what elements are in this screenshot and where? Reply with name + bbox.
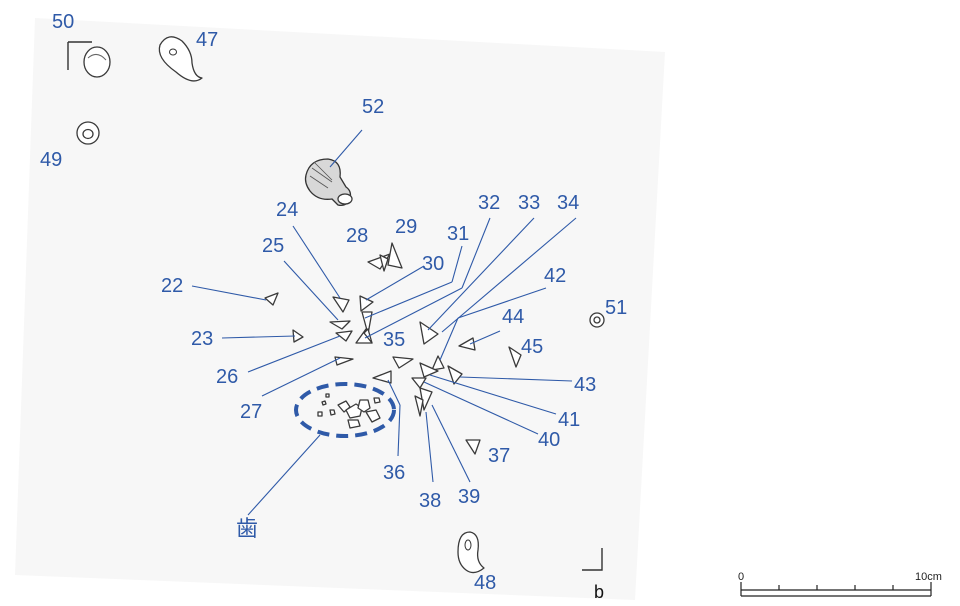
label-52: 52: [362, 96, 384, 118]
label-28: 28: [346, 225, 368, 247]
label-teeth: 歯: [236, 517, 258, 542]
corner-mark-bottom-right: [582, 548, 603, 571]
artifact-49: [76, 121, 100, 145]
artifact-26: [335, 330, 353, 342]
label-42: 42: [544, 265, 566, 287]
artifact-44: [458, 337, 476, 351]
artifact-29: [387, 242, 403, 269]
label-50: 50: [52, 11, 74, 33]
label-25: 25: [262, 235, 284, 257]
label-27: 27: [240, 401, 262, 423]
artifact-28: [367, 253, 391, 272]
artifact-37: [465, 439, 481, 455]
artifact-42: [431, 355, 445, 371]
plan-paper: [15, 18, 665, 600]
corner-mark-top-left: [67, 41, 92, 70]
scale-end-label: 10cm: [915, 571, 942, 583]
teeth-fragments: [317, 393, 381, 429]
artifact-36: [372, 370, 392, 384]
label-44: 44: [502, 306, 524, 328]
teeth-outline: [294, 382, 396, 438]
label-38: 38: [419, 490, 441, 512]
artifact-47: [158, 36, 203, 82]
label-29: 29: [395, 216, 417, 238]
label-26: 26: [216, 366, 238, 388]
label-40: 40: [538, 429, 560, 451]
label-37: 37: [488, 445, 510, 467]
label-22: 22: [161, 275, 183, 297]
artifact-48: [457, 531, 485, 574]
label-33: 33: [518, 192, 540, 214]
label-48: 48: [474, 572, 496, 594]
artifact-25: [329, 320, 351, 330]
label-39: 39: [458, 486, 480, 508]
artifact-38: [414, 395, 424, 417]
label-30: 30: [422, 253, 444, 275]
label-36: 36: [383, 462, 405, 484]
artifact-34-33: [392, 356, 414, 369]
scale-start-label: 0: [738, 571, 744, 583]
label-35: 35: [383, 329, 405, 351]
artifact-22: [264, 292, 279, 306]
artifact-40: [411, 377, 427, 389]
artifact-51: [589, 312, 605, 328]
label-47: 47: [196, 29, 218, 51]
label-24: 24: [276, 199, 298, 221]
artifact-27: [334, 356, 354, 366]
artifact-24: [332, 296, 350, 313]
label-31: 31: [447, 223, 469, 245]
label-49: 49: [40, 149, 62, 171]
label-32: 32: [478, 192, 500, 214]
artifact-50: [83, 46, 111, 78]
artifact-43: [447, 365, 463, 385]
section-mark-b: b: [594, 582, 604, 602]
artifact-30: [359, 295, 374, 312]
scale-bar: 0 10cm: [738, 571, 942, 597]
label-51: 51: [605, 297, 627, 319]
label-23: 23: [191, 328, 213, 350]
leader-lines: [191, 129, 577, 516]
artifact-52: [304, 158, 353, 207]
label-41: 41: [558, 409, 580, 431]
artifact-32: [419, 321, 439, 345]
label-34: 34: [557, 192, 579, 214]
label-45: 45: [521, 336, 543, 358]
label-43: 43: [574, 374, 596, 396]
artifact-31: [361, 311, 373, 335]
artifact-45: [508, 346, 522, 368]
artifact-41: [419, 362, 439, 378]
